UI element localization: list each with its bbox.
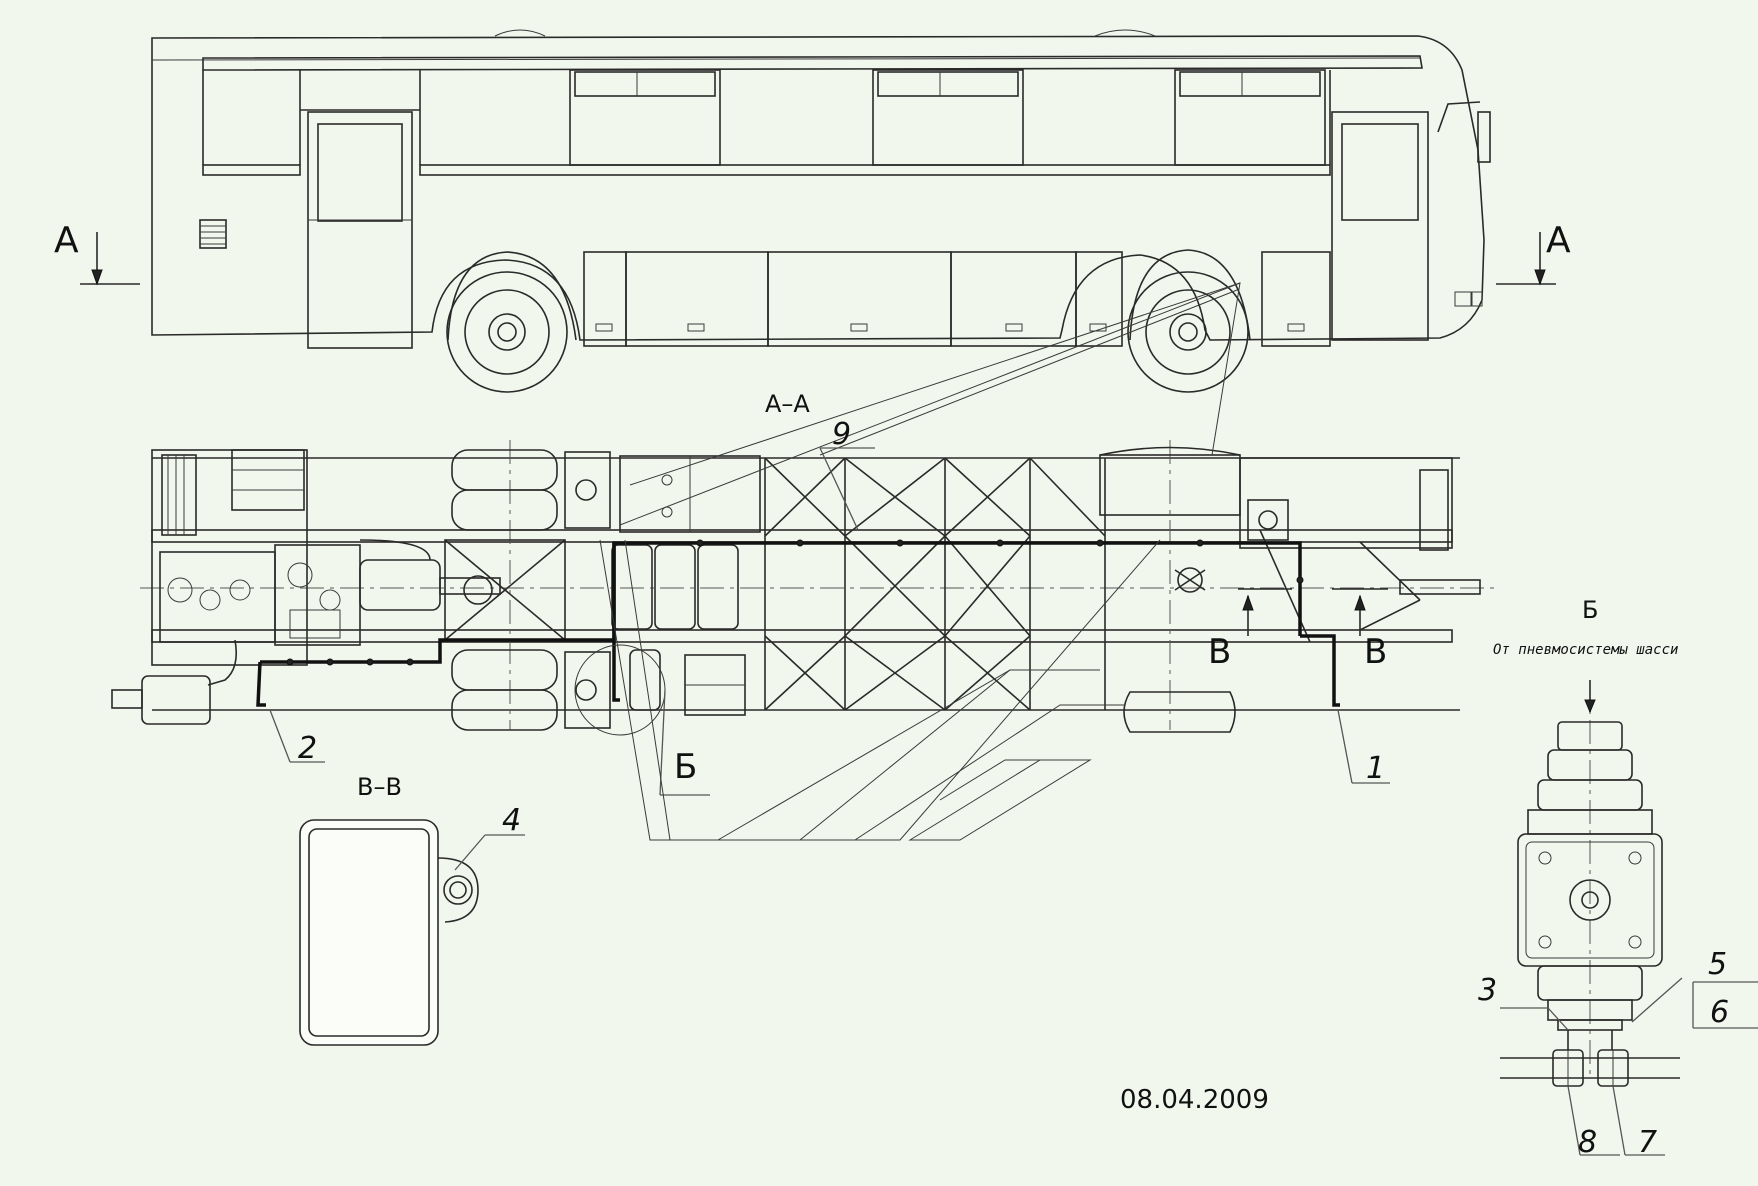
view-arrow-a-right [1496,232,1556,286]
callout-4: 4 [502,803,521,838]
callout-2: 2 [298,731,317,766]
leader-lines [269,447,1390,784]
rear-wheels-plan [451,449,611,731]
callout-8: 8 [1578,1125,1597,1160]
callout-3: 3 [1478,973,1497,1008]
section-v-arrow-label-2: В [1364,632,1387,672]
view-label-a-left: A [54,220,79,261]
detail-b-valve [1500,680,1758,1156]
detail-b-ref-label: Б [674,747,697,787]
callout-1: 1 [1366,751,1385,786]
callout-6: 6 [1710,995,1729,1030]
callout-7: 7 [1638,1125,1657,1160]
section-aa-title: A–A [765,390,810,418]
detail-b-caption: От пневмосистемы шасси [1493,642,1678,658]
luggage-compartments [583,251,1331,347]
bus-side-view [151,29,1491,393]
front-wheel [1127,271,1249,393]
engine-grille [199,219,227,249]
section-vv-title: В–В [357,773,402,801]
section-v-arrow-label-1: В [1208,632,1231,672]
view-arrow-a-left [80,232,140,286]
frame-truss [764,457,1421,711]
rear-wheel [446,271,568,393]
callout-5: 5 [1708,947,1727,982]
chassis-plan-view [111,440,1500,796]
drawing-date: 08.04.2009 [1120,1085,1269,1115]
pneumatic-line [256,539,1340,707]
callout-9: 9 [832,417,851,452]
projection-guides [599,282,1241,841]
section-vv-profile [299,819,525,1046]
detail-b-title: Б [1582,596,1598,624]
view-label-a-right: A [1546,220,1571,261]
air-tanks [611,544,746,716]
